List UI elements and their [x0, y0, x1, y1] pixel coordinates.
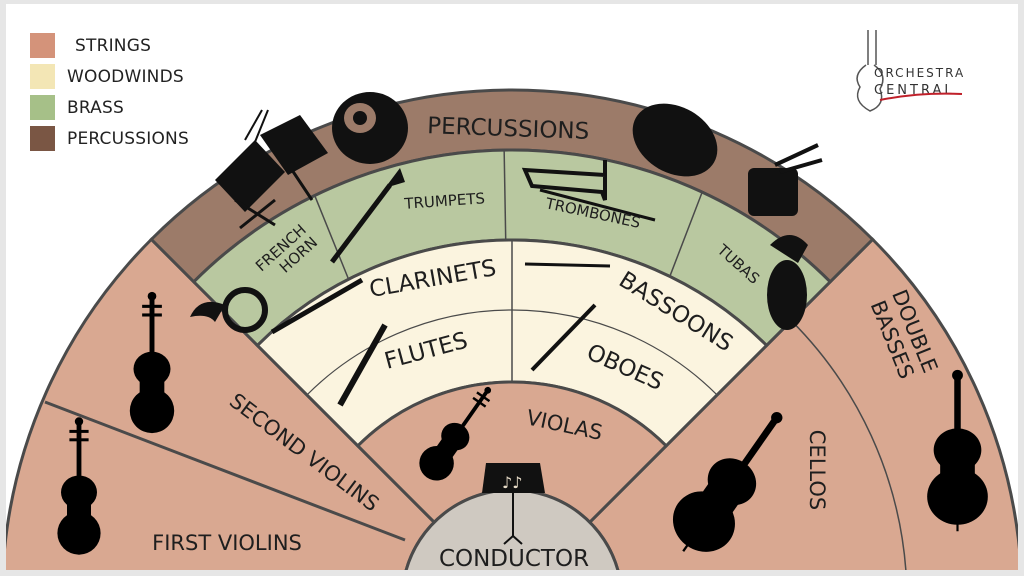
divider-horn-trumpets [314, 195, 350, 280]
flute-icon [337, 323, 388, 407]
panel: ♪♪ PERCUSSIONS TRUMPETS TROMBONES FRENCH… [6, 4, 1018, 570]
clarinet-icon [270, 277, 364, 335]
orchestra-seating-diagram: ♪♪ PERCUSSIONS TRUMPETS TROMBONES FRENCH… [6, 30, 1018, 570]
legend: STRINGS WOODWINDS BRASS PERCUSSIONS [30, 30, 189, 154]
svg-text:♪♪: ♪♪ [502, 473, 522, 492]
music-stand-icon: ♪♪ [482, 463, 545, 545]
logo-line1: ORCHESTRA [874, 66, 965, 80]
snare-drum-icon [748, 143, 823, 216]
swatch-percussions [30, 126, 55, 151]
oboe-icon [530, 303, 597, 372]
trombone-icon [521, 160, 656, 222]
legend-label: WOODWINDS [67, 66, 184, 87]
bass-drum-icon [632, 103, 718, 177]
legend-item-brass: BRASS [30, 92, 189, 123]
label-first-violins: FIRST VIOLINS [152, 531, 302, 555]
legend-item-strings: STRINGS [30, 30, 189, 61]
swatch-brass [30, 95, 55, 120]
bassoon-icon [524, 262, 611, 268]
swatch-strings [30, 33, 55, 58]
legend-item-percussions: PERCUSSIONS [30, 123, 189, 154]
divider-cellos-basses [790, 320, 907, 570]
label-conductor: CONDUCTOR [439, 546, 589, 570]
tuba-icon [767, 235, 808, 330]
legend-label: STRINGS [75, 35, 152, 56]
legend-label: PERCUSSIONS [67, 128, 189, 149]
trumpet-icon [330, 168, 405, 264]
timpani-icon [215, 109, 328, 230]
legend-item-woodwinds: WOODWINDS [30, 61, 189, 92]
orchestra-central-logo: ORCHESTRA CENTRAL [856, 30, 965, 112]
label-cellos: CELLOS [805, 430, 829, 510]
french-horn-icon [190, 287, 268, 333]
divider-trumpets-trombones [503, 150, 507, 241]
swatch-woodwinds [30, 64, 55, 89]
label-trumpets: TRUMPETS [403, 189, 486, 213]
legend-label: BRASS [67, 97, 124, 118]
divider-trombones-tubas [669, 191, 703, 277]
label-percussions: PERCUSSIONS [427, 113, 590, 145]
divider-first-second-violins [44, 400, 406, 542]
gong-icon [332, 92, 408, 164]
